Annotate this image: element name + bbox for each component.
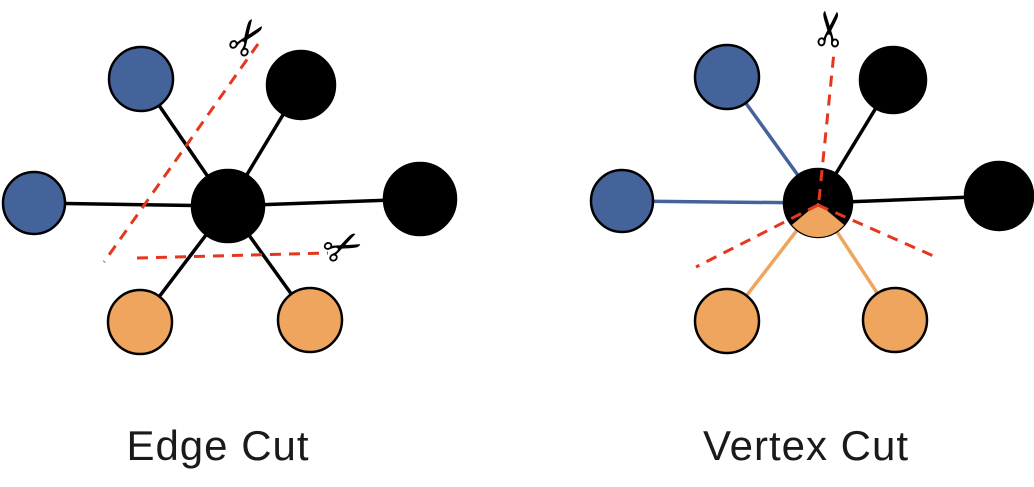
cut-line-2 <box>695 203 819 269</box>
panel-vertex-cut: ✂ <box>589 7 1034 355</box>
node-top-left-vertex <box>693 43 761 111</box>
node-bottom-right-vertex <box>861 286 929 354</box>
node-bottom-left-vertex <box>693 287 761 355</box>
scissors-icon: ✂ <box>314 214 372 279</box>
node-top-right-vertex <box>265 49 337 121</box>
node-bottom-left-vertex <box>106 288 174 356</box>
cut-line-2 <box>136 251 329 260</box>
node-left-vertex <box>589 168 655 234</box>
node-bottom-right-vertex <box>276 286 344 354</box>
diagram-layer: ✂✂✂ <box>1 5 1034 356</box>
cut-line-3 <box>817 203 939 260</box>
scissors-icon: ✂ <box>801 7 860 52</box>
split-vertex-wedge <box>791 203 845 238</box>
edge-cut-label: Edge Cut <box>126 422 309 469</box>
scissors-icon: ✂ <box>214 5 283 70</box>
node-right-vertex <box>963 160 1034 232</box>
node-top-left-vertex <box>107 45 175 113</box>
vertex-cut-label: Vertex Cut <box>703 422 909 469</box>
cut-line-1 <box>817 51 836 201</box>
panel-edge-cut: ✂✂ <box>1 5 458 356</box>
node-left-vertex <box>1 170 67 236</box>
node-right-vertex <box>382 161 458 237</box>
node-top-right-vertex <box>858 45 928 115</box>
cut-line-1 <box>102 43 260 263</box>
node-center-vertex <box>190 168 266 244</box>
